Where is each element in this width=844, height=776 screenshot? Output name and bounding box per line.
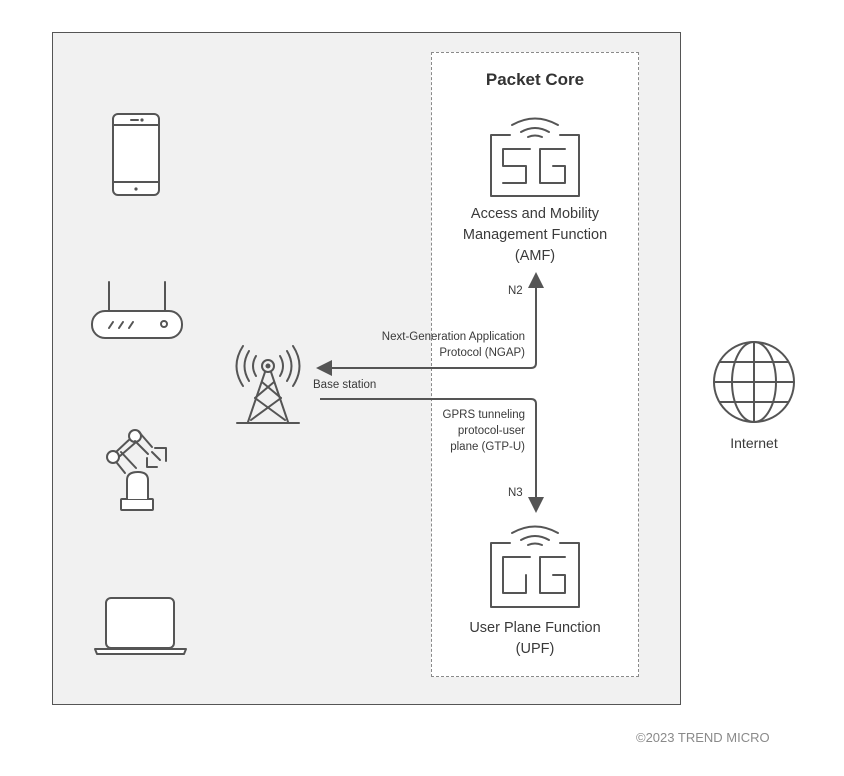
packet-core-title: Packet Core xyxy=(485,70,585,89)
internet-globe-icon xyxy=(713,341,795,423)
5g-upf-icon xyxy=(490,525,580,608)
ngap-label-line2: Protocol (NGAP) xyxy=(439,347,525,359)
copyright-notice: ©2023 TREND MICRO xyxy=(636,730,770,745)
upf-label-line2: (UPF) xyxy=(515,641,555,657)
robotic-arm-icon xyxy=(106,429,167,511)
n3-gtpu-arrow xyxy=(320,398,544,513)
5g-amf-icon xyxy=(490,117,580,197)
base-station-label: Base station xyxy=(313,379,377,391)
router-icon xyxy=(91,281,183,339)
n2-ngap-arrow xyxy=(316,282,537,376)
internet-label: Internet xyxy=(730,435,778,451)
laptop-icon xyxy=(94,597,187,655)
n2-interface-label: N2 xyxy=(508,285,523,297)
smartphone-icon xyxy=(112,113,160,196)
amf-label-line2: Management Function xyxy=(462,227,608,243)
gtpu-label-line3: plane (GTP-U) xyxy=(450,441,525,453)
n3-interface-label: N3 xyxy=(508,487,523,499)
gtpu-label-line2: protocol-user xyxy=(457,425,525,437)
ngap-label-line1: Next-Generation Application xyxy=(381,331,525,343)
gtpu-label-line1: GPRS tunneling xyxy=(442,409,525,421)
upf-label-line1: User Plane Function xyxy=(469,620,601,636)
base-station-icon xyxy=(235,345,301,424)
amf-label-line1: Access and Mobility xyxy=(470,206,600,222)
amf-label-line3: (AMF) xyxy=(514,248,556,264)
